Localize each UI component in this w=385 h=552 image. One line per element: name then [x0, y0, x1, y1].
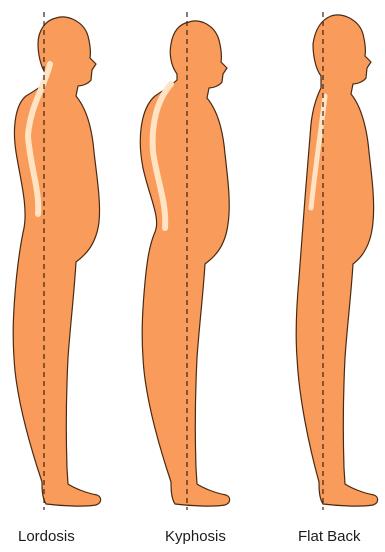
flatback-body-silhouette: [296, 15, 377, 506]
lordosis-figure: [0, 0, 130, 552]
flatback-figure: [255, 0, 385, 552]
kyphosis-label: Kyphosis: [165, 528, 226, 545]
lordosis-body-svg: [0, 0, 130, 552]
lordosis-body-silhouette: [13, 17, 100, 506]
flatback-body-svg: [255, 0, 385, 552]
kyphosis-body-svg: [127, 0, 257, 552]
kyphosis-figure: [127, 0, 257, 552]
lordosis-label: Lordosis: [18, 528, 75, 545]
kyphosis-body-silhouette: [140, 21, 229, 506]
flatback-label: Flat Back: [298, 528, 361, 545]
